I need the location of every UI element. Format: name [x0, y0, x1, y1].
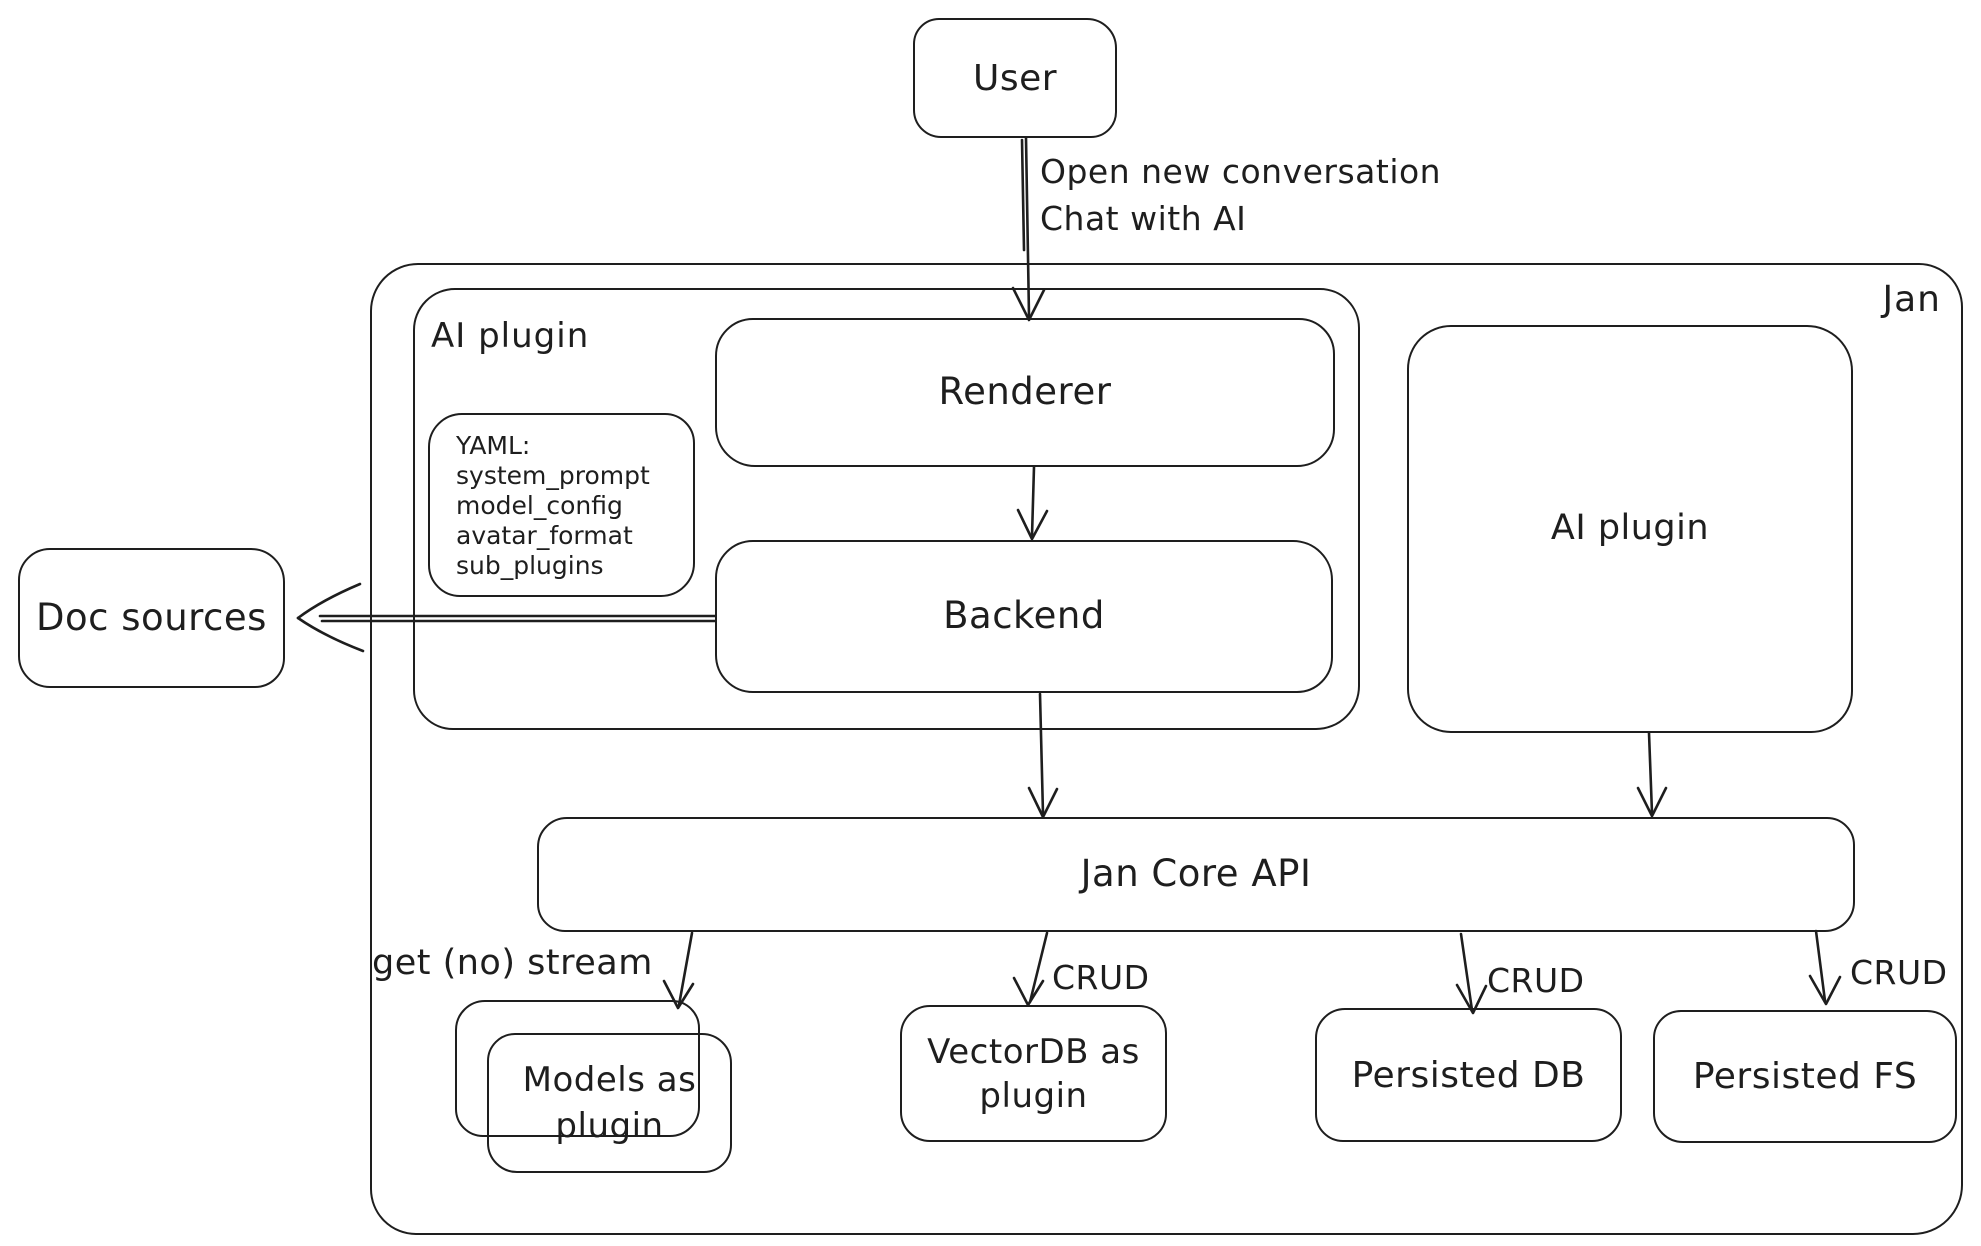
jan-container: Jan [370, 263, 1963, 1235]
yaml-note-line: model_config [456, 491, 623, 520]
ai-plugin-right-node: AI plugin [1407, 325, 1853, 733]
renderer-node: Renderer [715, 318, 1335, 467]
yaml-note-title: YAML: [456, 431, 531, 460]
yaml-note: YAML: system_prompt model_config avatar_… [428, 413, 695, 597]
user-node-label: User [972, 57, 1058, 99]
edge-label-open-new-conversation: Open new conversation [1040, 152, 1442, 191]
models-as-plugin-back-box [455, 1000, 700, 1137]
ai-plugin-left-container: AI plugin [413, 288, 1360, 730]
user-node: User [913, 18, 1117, 138]
jan-container-label: Jan [1882, 279, 1941, 320]
yaml-note-line: sub_plugins [456, 551, 604, 580]
edge-label-crud-persisted-fs: CRUD [1850, 953, 1948, 992]
jan-core-api-node: Jan Core API [537, 817, 1855, 932]
edge-label-crud-vectordb: CRUD [1052, 958, 1150, 997]
edge-label-crud-persisted-db: CRUD [1487, 961, 1585, 1000]
edge-label-chat-with-ai: Chat with AI [1040, 199, 1247, 238]
models-as-plugin-label: Models as plugin [522, 1060, 697, 1146]
doc-sources-node: Doc sources [18, 548, 285, 688]
vectordb-as-plugin-node: VectorDB as plugin [900, 1005, 1167, 1142]
vectordb-as-plugin-label: VectorDB as plugin [927, 1031, 1140, 1116]
ai-plugin-left-label: AI plugin [431, 316, 590, 356]
edge-label-get-no-stream: get (no) stream [372, 943, 653, 983]
persisted-db-label: Persisted DB [1351, 1054, 1586, 1096]
persisted-fs-node: Persisted FS [1653, 1010, 1957, 1143]
renderer-node-label: Renderer [938, 370, 1112, 414]
yaml-note-line: system_prompt [456, 461, 650, 490]
yaml-note-line: avatar_format [456, 521, 633, 550]
ai-plugin-right-label: AI plugin [1550, 508, 1710, 549]
backend-node: Backend [715, 540, 1333, 693]
backend-node-label: Backend [943, 594, 1105, 638]
doc-sources-node-label: Doc sources [36, 595, 267, 639]
persisted-db-node: Persisted DB [1315, 1008, 1622, 1142]
models-as-plugin-node: Models as plugin [487, 1033, 732, 1173]
jan-core-api-label: Jan Core API [1080, 852, 1312, 896]
persisted-fs-label: Persisted FS [1692, 1056, 1918, 1097]
